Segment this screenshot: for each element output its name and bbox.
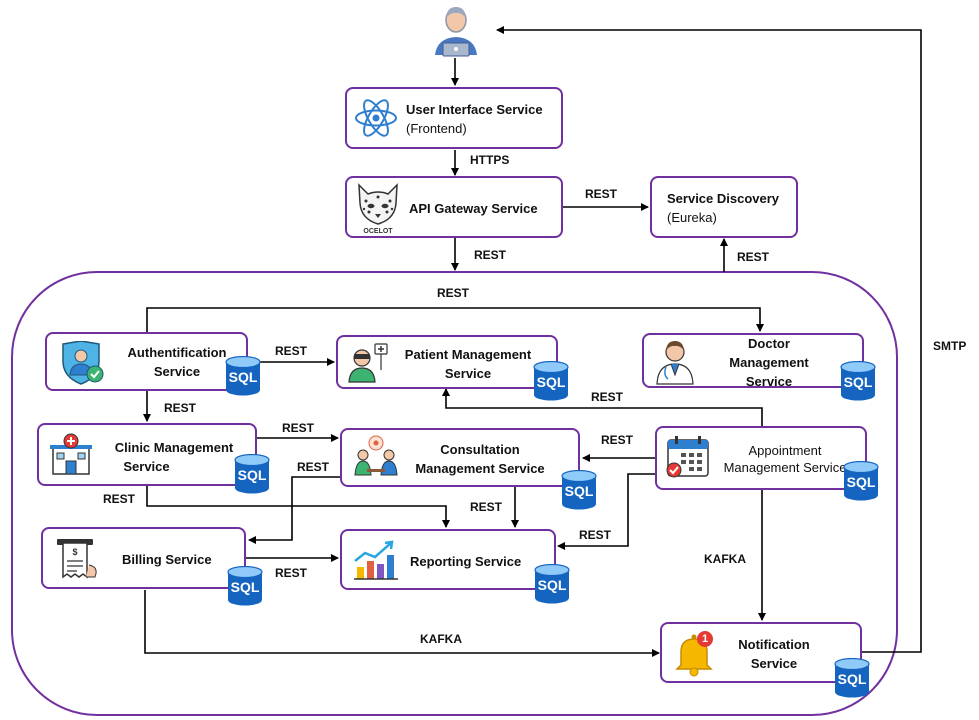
verified-user-icon xyxy=(59,341,107,385)
consultation-management-box: Consultation Management Service xyxy=(340,428,580,487)
notification-service-title-line2: Service xyxy=(750,656,798,671)
auth-sql-database-icon: SQL xyxy=(225,356,261,396)
reporting-sql-label: SQL xyxy=(537,577,567,593)
doctor-management-box: Doctor Management Service xyxy=(642,333,864,389)
label-gateway-cluster: REST xyxy=(474,248,507,262)
consultation-icon xyxy=(352,435,400,479)
clinic-sql-database-icon: SQL xyxy=(234,454,270,494)
auth-service-title-line2: Service xyxy=(153,364,201,379)
patient-management-title-line2: Service xyxy=(444,366,492,381)
label-consultation-billing: REST xyxy=(297,460,330,474)
arrow-clinic-reporting xyxy=(146,486,450,528)
label-billing-reporting: REST xyxy=(275,566,308,580)
bar-chart-icon xyxy=(351,539,401,583)
clinic-icon xyxy=(49,433,93,477)
label-ui-gateway: HTTPS xyxy=(470,153,510,167)
billing-sql-database-icon: SQL xyxy=(227,566,263,606)
microservices-cluster-boundary xyxy=(11,271,898,716)
label-notification-user: SMTP xyxy=(933,339,967,353)
clinic-management-box: Clinic Management Service xyxy=(37,423,257,486)
doctor-management-title-line2: Management xyxy=(729,355,809,370)
consultation-management-title-line2: Management Service xyxy=(415,461,545,476)
label-auth-clinic: REST xyxy=(164,401,197,415)
arrow-notification-user xyxy=(496,26,922,653)
label-gateway-discovery: REST xyxy=(585,187,618,201)
api-gateway-box: OCELOT API Gateway Service xyxy=(345,176,563,238)
label-auth-patient: REST xyxy=(275,344,308,358)
label-cluster-discovery: REST xyxy=(737,250,770,264)
reporting-service-box: Reporting Service xyxy=(340,529,556,590)
billing-service-title: Billing Service xyxy=(122,552,212,567)
label-consultation-reporting: REST xyxy=(470,500,503,514)
arrow-auth-doctor xyxy=(146,307,764,333)
reporting-service-title: Reporting Service xyxy=(410,554,522,569)
label-auth-doctor: REST xyxy=(437,286,470,300)
appointment-management-title-line2: Management Service xyxy=(723,460,847,475)
arrow-appointment-patient xyxy=(442,388,763,427)
billing-sql-label: SQL xyxy=(230,579,260,595)
patient-icon xyxy=(345,342,393,384)
appointment-management-box: Appointment Management Service xyxy=(655,426,867,490)
doctor-icon xyxy=(654,339,696,385)
ocelot-logo-text: OCELOT xyxy=(363,228,393,235)
doctor-sql-label: SQL xyxy=(843,374,873,390)
ui-service-box: User Interface Service (Frontend) xyxy=(345,87,563,149)
user-icon xyxy=(431,5,481,57)
notification-sql-label: SQL xyxy=(837,671,867,687)
appointment-sql-database-icon: SQL xyxy=(843,461,879,501)
invoice-icon: $ xyxy=(53,537,101,581)
service-discovery-subtitle: (Eureka) xyxy=(667,210,717,225)
patient-management-title-line1: Patient Management xyxy=(404,347,532,362)
auth-service-box: Authentification Service xyxy=(45,332,248,391)
arrow-consultation-billing xyxy=(248,476,340,544)
doctor-management-title-line3: Service xyxy=(745,374,793,389)
auth-sql-label: SQL xyxy=(228,369,258,385)
service-discovery-title: Service Discovery xyxy=(667,191,780,206)
billing-service-box: $ Billing Service xyxy=(41,527,246,589)
reporting-sql-database-icon: SQL xyxy=(534,564,570,604)
auth-service-title-line1: Authentification xyxy=(127,345,227,360)
notification-badge: 1 xyxy=(697,631,713,647)
patient-sql-database-icon: SQL xyxy=(533,361,569,401)
consultation-sql-database-icon: SQL xyxy=(561,470,597,510)
consultation-sql-label: SQL xyxy=(564,483,594,499)
label-appointment-reporting: REST xyxy=(579,528,612,542)
react-icon xyxy=(353,98,399,138)
appointment-sql-label: SQL xyxy=(846,474,876,490)
clinic-sql-label: SQL xyxy=(237,467,267,483)
notification-service-box: 1 Notification Service xyxy=(660,622,862,683)
clinic-management-title-line2: Service xyxy=(123,459,170,474)
notification-sql-database-icon: SQL xyxy=(834,658,870,698)
notification-service-title-line1: Notification xyxy=(738,637,810,652)
ui-service-subtitle: (Frontend) xyxy=(406,121,467,136)
api-gateway-title: API Gateway Service xyxy=(409,201,538,216)
label-appointment-notification: KAFKA xyxy=(704,552,746,566)
service-discovery-box: Service Discovery (Eureka) xyxy=(650,176,798,238)
arrow-billing-notification xyxy=(144,590,660,657)
clinic-management-title-line1: Clinic Management xyxy=(114,440,234,455)
ocelot-logo-icon: OCELOT xyxy=(355,181,401,235)
label-appointment-patient: REST xyxy=(591,390,624,404)
doctor-sql-database-icon: SQL xyxy=(840,361,876,401)
patient-management-box: Patient Management Service xyxy=(336,335,558,389)
arrow-appointment-reporting xyxy=(557,473,655,550)
label-clinic-consultation: REST xyxy=(282,421,315,435)
svg-text:$: $ xyxy=(72,547,77,557)
ui-service-title: User Interface Service xyxy=(406,102,543,117)
label-clinic-reporting: REST xyxy=(103,492,136,506)
appointment-management-title-line1: Appointment xyxy=(748,443,822,458)
label-appointment-consultation: REST xyxy=(601,433,634,447)
patient-sql-label: SQL xyxy=(536,374,566,390)
consultation-management-title-line1: Consultation xyxy=(440,442,520,457)
doctor-management-title-line1: Doctor xyxy=(748,336,790,351)
label-billing-notification: KAFKA xyxy=(420,632,462,646)
calendar-icon xyxy=(665,434,711,480)
